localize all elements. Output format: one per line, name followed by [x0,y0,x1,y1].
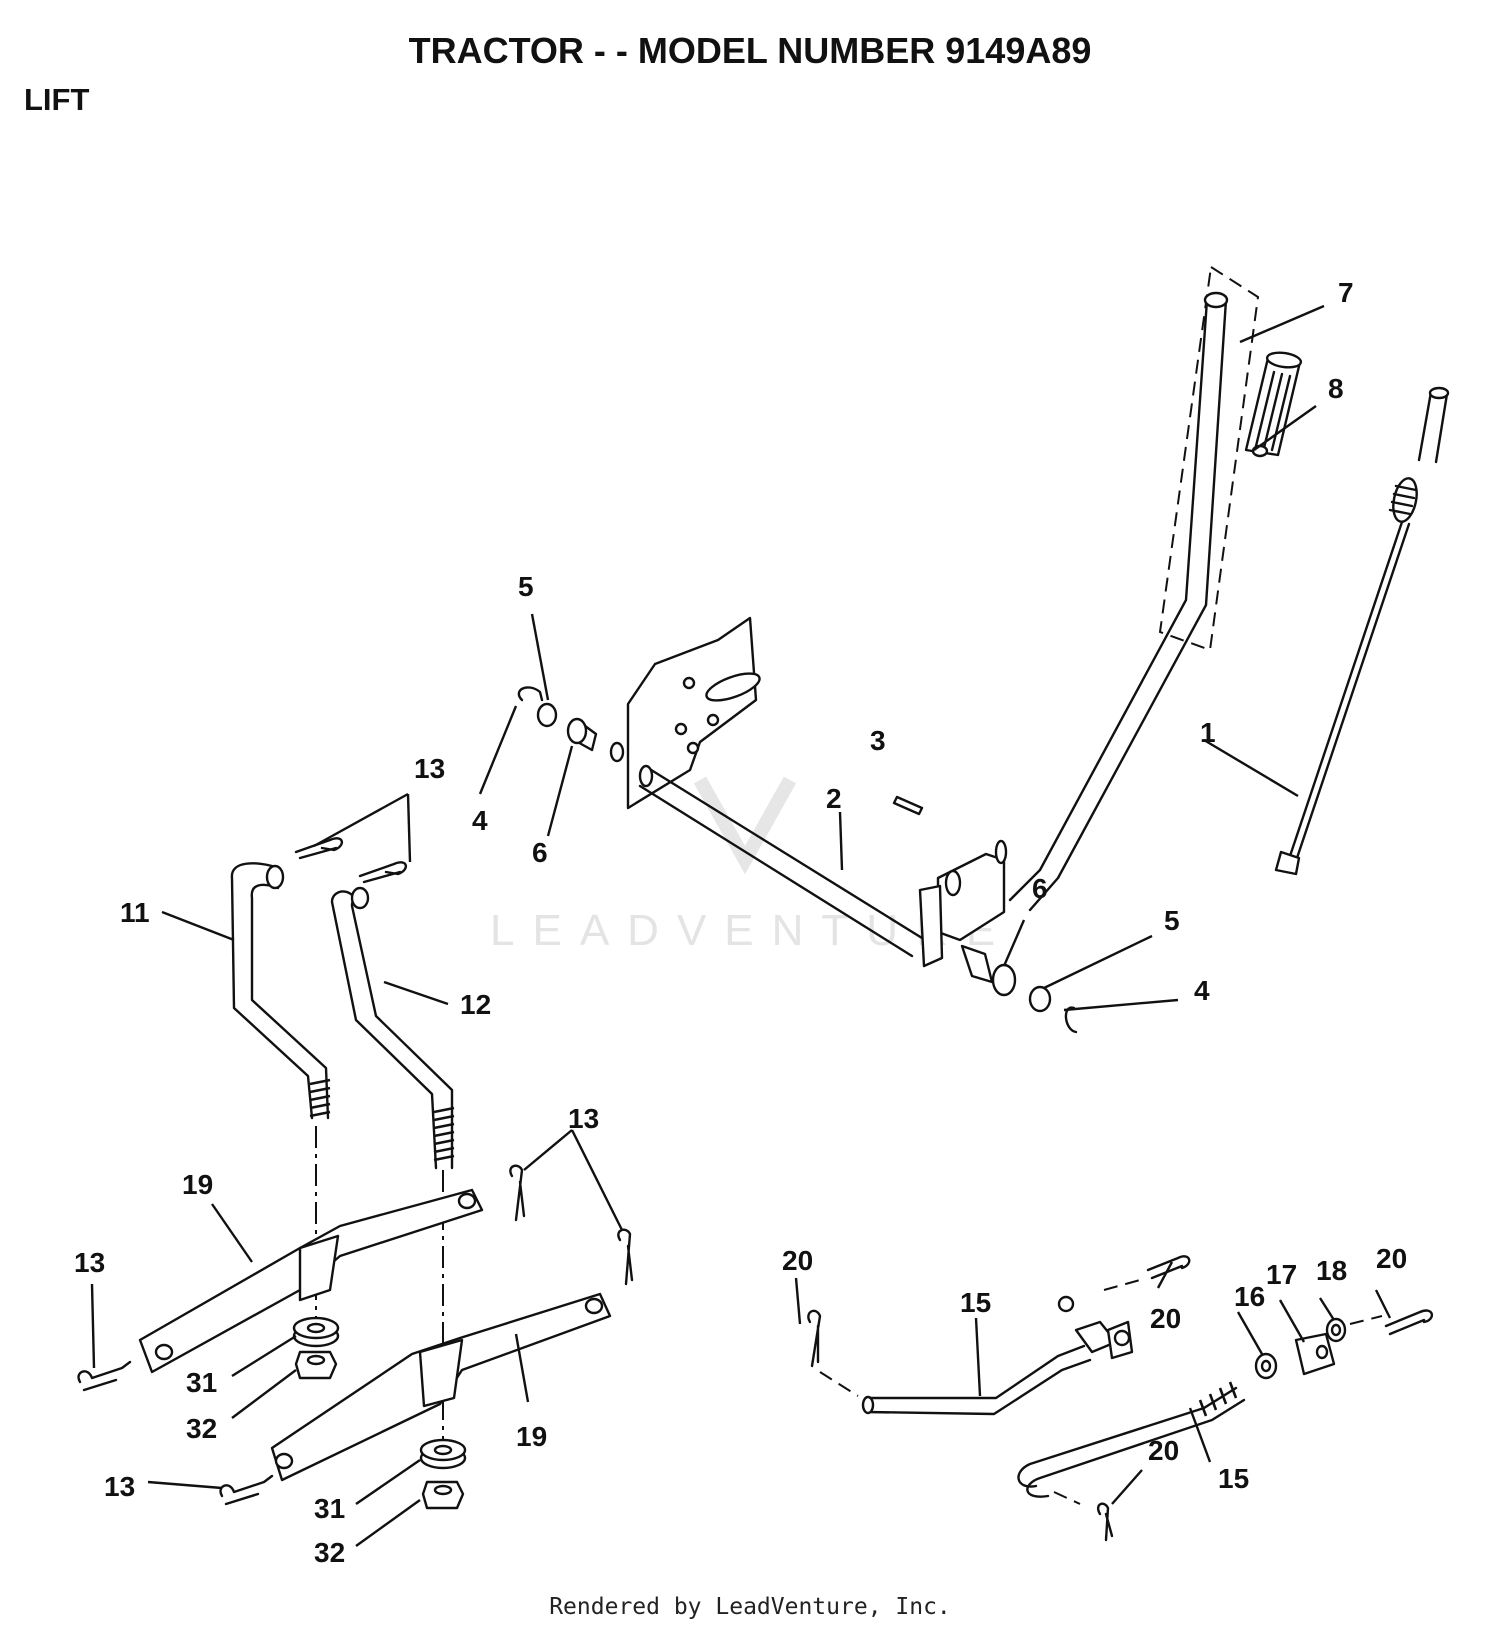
retaining-ring-part-4-left[interactable] [517,686,544,702]
callout-12: 12 [460,989,491,1020]
callout-31-upper: 31 [186,1367,217,1398]
callout-13-left: 13 [74,1247,105,1278]
hairpin-clip-13-f[interactable] [219,1474,274,1506]
footer-credit: Rendered by LeadVenture, Inc. [549,1594,951,1620]
callout-13-top: 13 [414,753,445,784]
hairpin-clip-13-d[interactable] [617,1228,634,1286]
bushing-part-6-right[interactable] [960,944,1017,997]
callout-20-a: 20 [782,1245,813,1276]
callout-19-upper: 19 [182,1169,213,1200]
callout-6-left: 6 [532,837,548,868]
hairpin-clip-20-a[interactable] [807,1309,822,1368]
callout-16: 16 [1234,1281,1265,1312]
callout-4-left: 4 [472,805,488,836]
washer-part-8[interactable] [1251,444,1269,458]
callout-20-d: 20 [1148,1435,1179,1466]
lift-arm-part-19-upper[interactable] [138,1188,484,1374]
washer-part-16[interactable] [1254,1352,1278,1380]
lift-link-part-11[interactable] [230,862,331,1120]
dash-line-b [1103,1279,1141,1291]
callout-8: 8 [1328,373,1344,404]
lift-link-part-12[interactable] [330,886,455,1170]
washer-part-5-right[interactable] [1028,985,1052,1013]
callout-32-upper: 32 [186,1413,217,1444]
page-title: TRACTOR - - MODEL NUMBER 9149A89 [408,30,1092,71]
section-heading: LIFT [24,82,90,117]
callout-3: 3 [870,725,886,756]
nut-part-32-upper[interactable] [294,1350,338,1380]
hairpin-clip-13-e[interactable] [77,1360,132,1392]
adjustment-rod-part-15-lower[interactable] [1017,1381,1246,1498]
callout-13-bottom: 13 [104,1471,135,1502]
callout-2: 2 [826,783,842,814]
callout-20-b: 20 [1150,1303,1181,1334]
lift-rod-part[interactable] [1274,386,1450,876]
hairpin-clip-20-c[interactable] [1096,1502,1114,1542]
callout-5-left: 5 [518,571,534,602]
callout-31-lower: 31 [314,1493,345,1524]
hairpin-clip-13-c[interactable] [509,1164,526,1222]
bushing-part-31-lower[interactable] [419,1438,467,1470]
callout-7: 7 [1338,277,1354,308]
adjustment-rod-part-15-upper[interactable] [861,1295,1134,1416]
hairpin-clip-20-d[interactable] [1384,1309,1433,1336]
callout-11: 11 [120,897,150,928]
callout-5-right: 5 [1164,905,1180,936]
lift-lever-part[interactable] [918,291,1229,968]
callout-4-right: 4 [1194,975,1210,1006]
washer-part-5-left[interactable] [536,702,558,728]
callout-13-mid: 13 [568,1103,599,1134]
dashed-lever-outline [1158,265,1260,652]
bushing-part-31-upper[interactable] [292,1316,340,1348]
callout-17: 17 [1266,1259,1297,1290]
retaining-ring-part-4-right[interactable] [1064,1006,1078,1034]
hairpin-clip-13-b[interactable] [358,861,407,884]
callout-6-right: 6 [1032,873,1048,904]
dash-line-d [1349,1315,1383,1325]
dash-line-c [1053,1491,1081,1505]
lift-shaft-part[interactable] [609,616,924,958]
callout-18: 18 [1316,1255,1347,1286]
key-part[interactable] [892,795,924,816]
callout-15-lower: 15 [1218,1463,1249,1494]
dash-line-a [819,1371,859,1397]
callout-1: 1 [1200,717,1216,748]
grip-part[interactable] [1244,351,1303,457]
callout-32-lower: 32 [314,1537,345,1568]
bushing-part-6-left[interactable] [566,717,598,752]
hairpin-clip-13-a[interactable] [294,837,343,860]
lift-arm-part-19-lower[interactable] [270,1292,612,1482]
callout-19-lower: 19 [516,1421,547,1452]
ferrule-part-17[interactable] [1294,1332,1336,1376]
callout-20-c: 20 [1376,1243,1407,1274]
leader-lines [90,304,1392,1547]
watermark-logo [693,776,797,875]
spacer-part-18[interactable] [1325,1317,1347,1343]
callout-labels: 1 2 3 4 4 5 5 6 6 7 8 11 12 13 13 13 13 … [74,277,1407,1568]
callout-15-upper: 15 [960,1287,991,1318]
nut-part-32-lower[interactable] [421,1480,465,1510]
